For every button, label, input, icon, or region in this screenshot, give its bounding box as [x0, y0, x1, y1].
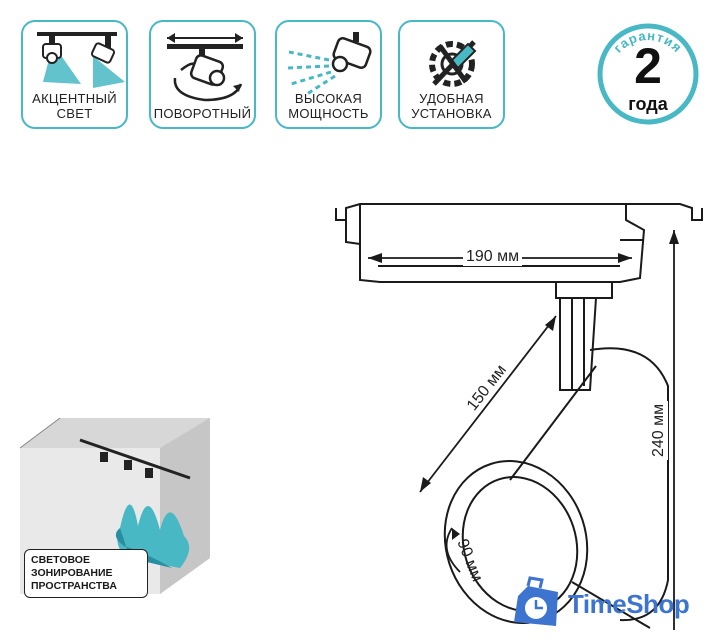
dimension-height: 240 мм: [650, 400, 668, 460]
high-power-icon: [286, 32, 372, 96]
feature-card-rotate: ПОВОРОТНЫЙ: [149, 20, 256, 129]
feature-label: АКЦЕНТНЫЙ СВЕТ: [32, 91, 117, 121]
feature-card-easy-install: УДОБНАЯ УСТАНОВКА: [398, 20, 505, 129]
feature-label: ПОВОРОТНЫЙ: [153, 106, 252, 121]
clock-bag-icon: [514, 576, 558, 626]
feature-label: ВЫСОКАЯ МОЩНОСТЬ: [288, 91, 369, 121]
accent-light-icon: [37, 32, 125, 88]
feature-card-accent-light: АКЦЕНТНЫЙ СВЕТ: [21, 20, 128, 129]
rotate-icon: [167, 33, 243, 102]
warranty-number: 2: [634, 38, 662, 94]
dimension-drawing: [335, 203, 703, 630]
warranty-badge: гарантия 2 года: [596, 22, 700, 126]
feature-label: УДОБНАЯ УСТАНОВКА: [411, 91, 492, 121]
easy-install-icon: [429, 40, 477, 87]
warranty-circle: гарантия: [597, 23, 699, 125]
feature-card-high-power: ВЫСОКАЯ МОЩНОСТЬ: [275, 20, 382, 129]
brand-name: TimeShop: [568, 589, 690, 619]
zoning-label: СВЕТОВОЕ ЗОНИРОВАНИЕ ПРОСТРАНСТВА: [24, 549, 148, 598]
dimension-width: 190 мм: [463, 248, 523, 266]
warranty-unit: года: [628, 94, 668, 114]
